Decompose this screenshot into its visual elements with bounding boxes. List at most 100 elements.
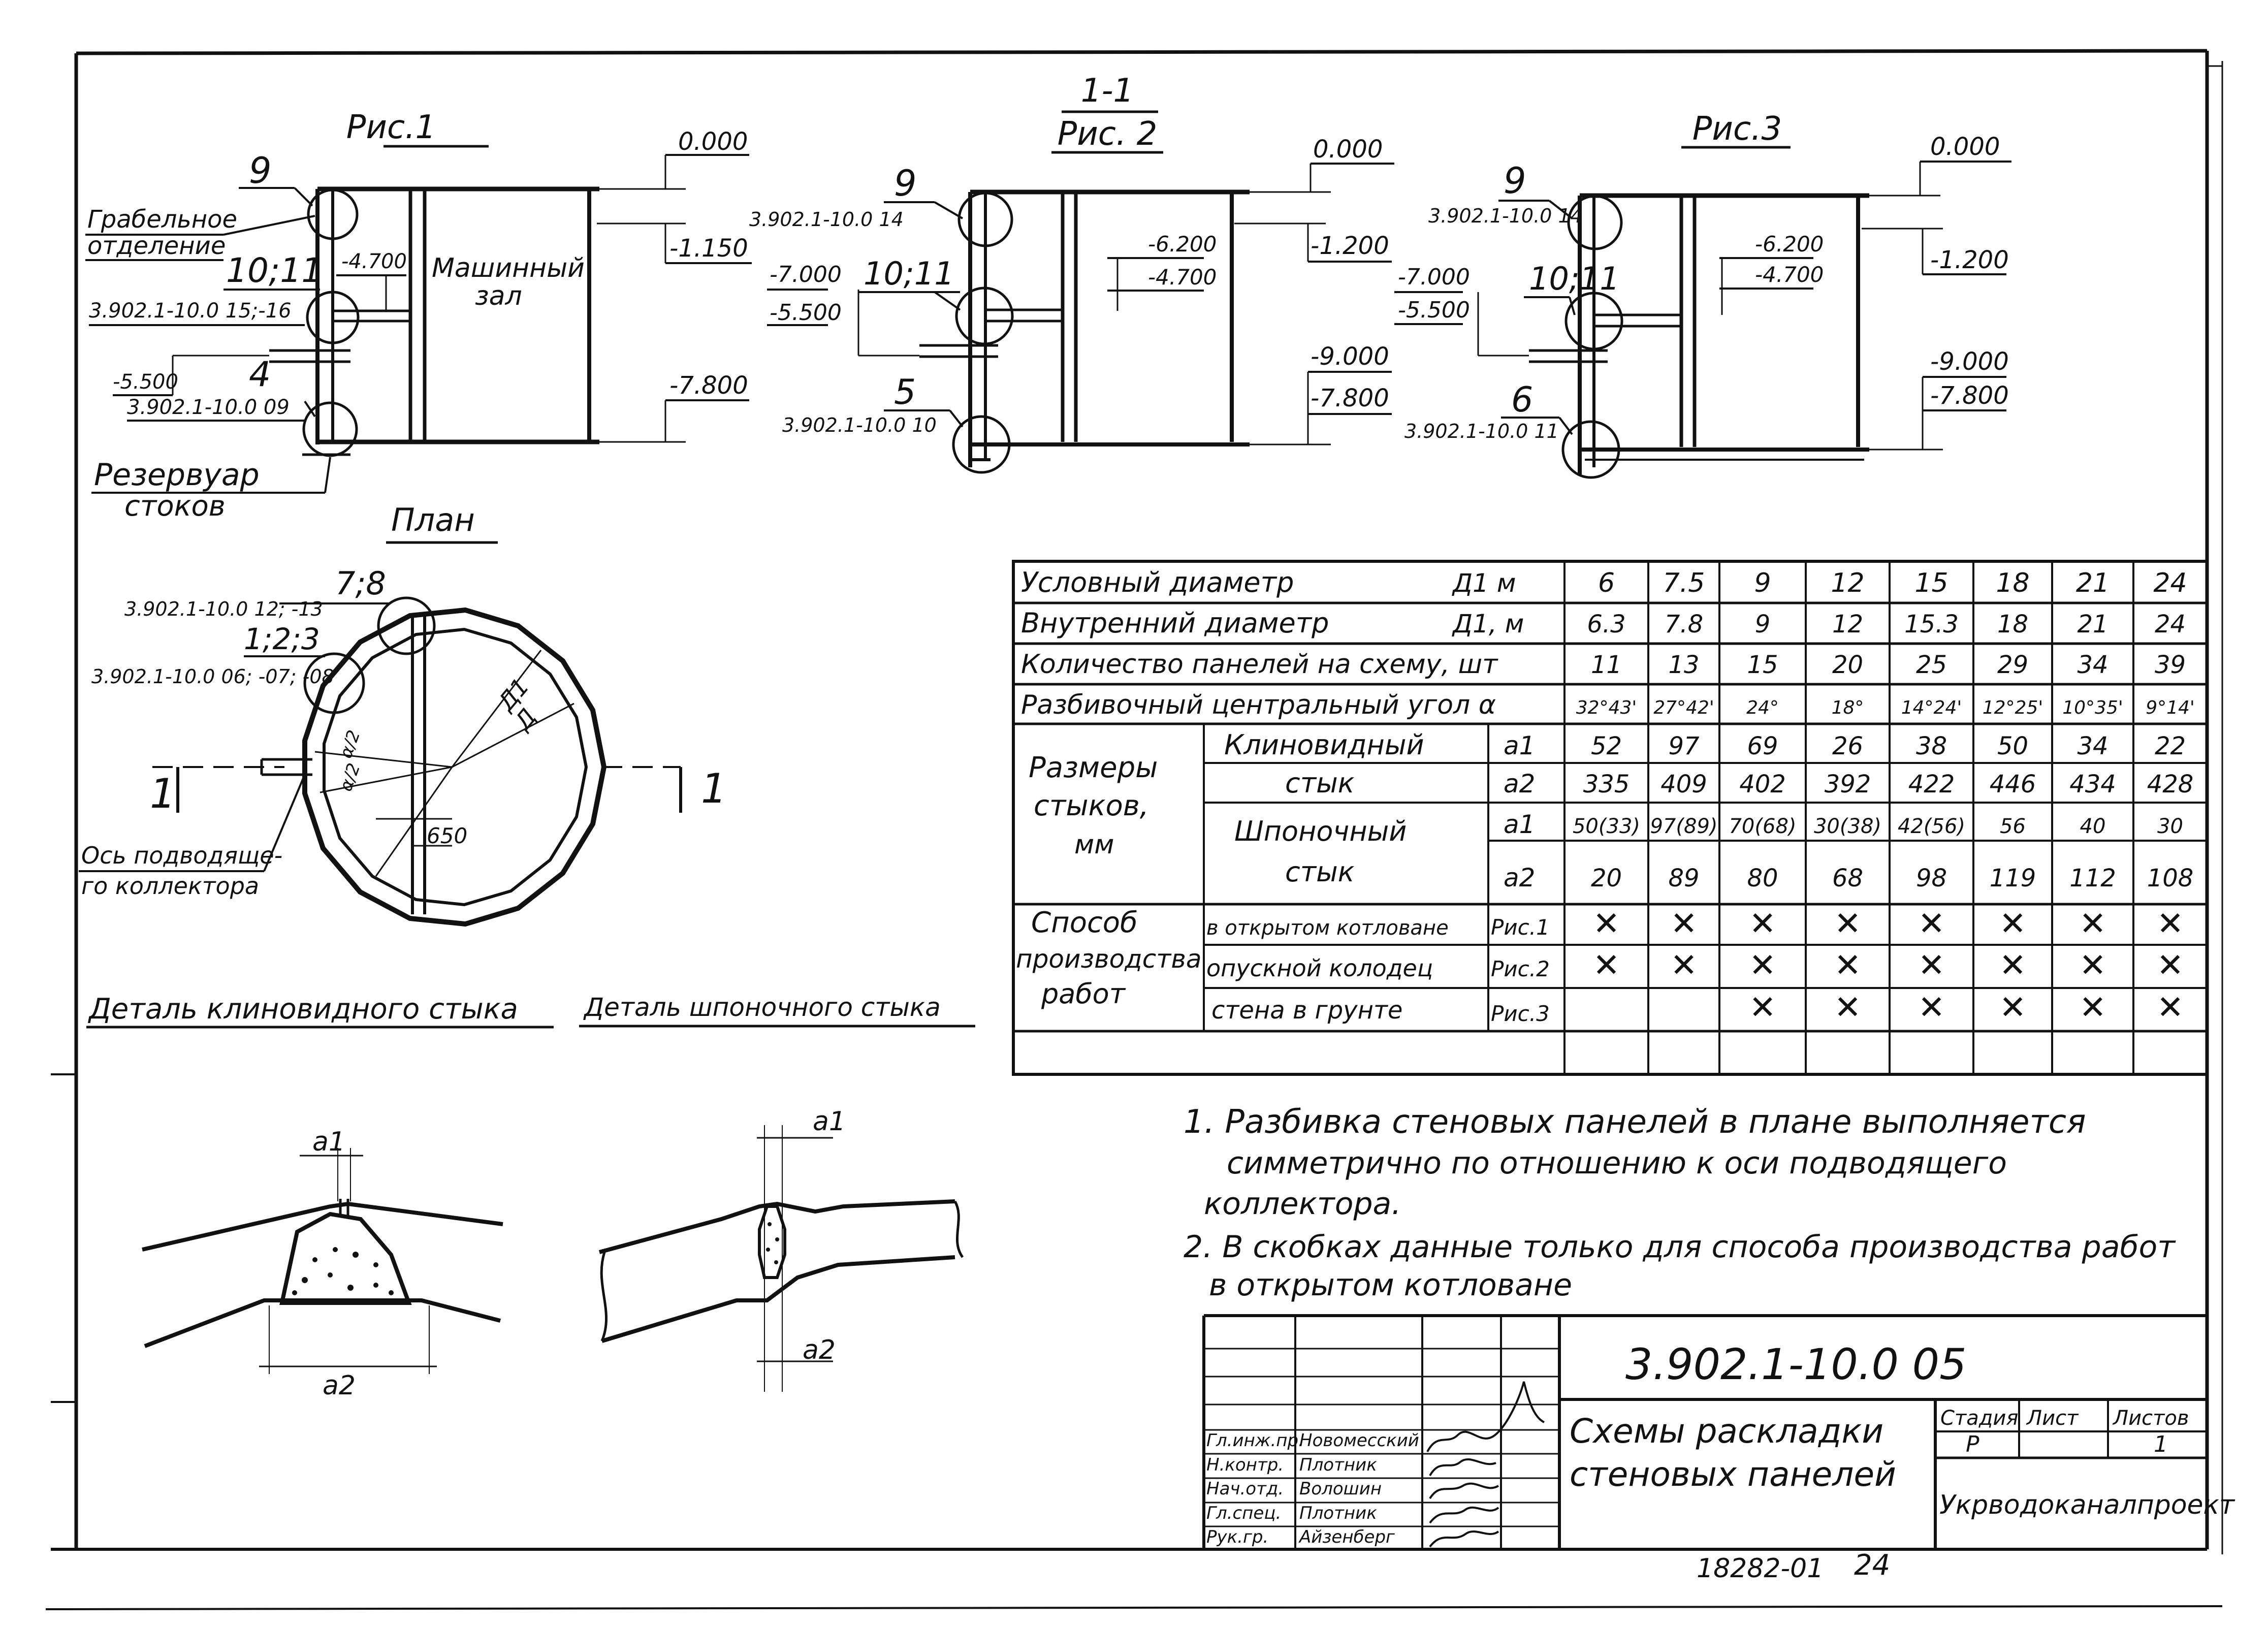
table-cell-key-a1: 40: [2080, 815, 2106, 838]
figure-3-section: Рис.3 9 3.902.1-10.0 14 10;11 -7.000: [1394, 110, 2011, 479]
label-wedge-2: стык: [1285, 767, 1355, 799]
table-mark-well: ✕: [1999, 947, 2027, 984]
unit-diam-int: Д1, м: [1452, 609, 1524, 639]
figure-3-mark-9: 9: [1504, 160, 1526, 202]
table-cell-panels: 25: [1916, 651, 1947, 679]
table-mark-wall: ✕: [1999, 989, 2027, 1027]
table-cell-key-a2: 119: [1990, 864, 2036, 892]
figure-1-level-top: 0.000: [678, 127, 748, 156]
table-cell-angle: 18°: [1832, 697, 1864, 718]
sheets-label: Листов: [2112, 1407, 2189, 1430]
table-mark-open: ✕: [1749, 905, 1776, 943]
table-cell-panels: 34: [2077, 651, 2108, 679]
figure-2-level-i2: -4.700: [1148, 265, 1217, 290]
wedge-joint-drawing: [142, 1148, 503, 1374]
table-cell-diam-int: 7.8: [1665, 610, 1703, 639]
label-key-1: Шпоночный: [1234, 815, 1407, 847]
signature-role: Рук.гр.: [1206, 1527, 1268, 1547]
signature-role: Гл.спец.: [1206, 1503, 1281, 1523]
signature-name: Плотник: [1299, 1503, 1377, 1523]
table-cell-key-a1: 70(68): [1729, 815, 1796, 838]
figure-1-room-tank-1: Резервуар: [94, 457, 260, 493]
key-joint-drawing: [598, 1125, 964, 1392]
table-cell-wedge-a2: 428: [2147, 770, 2194, 799]
figure-1-room-machine-2: зал: [475, 281, 522, 311]
table-mark-well: ✕: [1834, 947, 1862, 984]
figure-1-level-2: -1.150: [669, 234, 748, 263]
table-cell-angle: 14°24': [1901, 697, 1962, 718]
figure-1-room-grab-2: отделение: [87, 232, 226, 260]
figure-2-mark-5: 5: [894, 372, 916, 412]
figure-2-mark-9: 9: [894, 163, 917, 204]
table-mark-open: ✕: [1918, 905, 1945, 943]
table-cell-key-a2: 68: [1832, 864, 1863, 892]
label-method-wall-ref: Рис.3: [1491, 1001, 1550, 1026]
table-cell-panels: 39: [2155, 651, 2186, 679]
table-mark-wall: ✕: [1749, 989, 1776, 1027]
signature-name: Волошин: [1299, 1479, 1382, 1499]
document-code: 3.902.1-10.0 05: [1625, 1339, 1967, 1389]
figure-3-ref-bot: 3.902.1-10.0 11: [1404, 420, 1559, 442]
figure-3-mark-6: 6: [1511, 380, 1533, 420]
table-cell-angle: 12°25': [1983, 697, 2043, 718]
figure-2-level-3: -9.000: [1311, 342, 1389, 371]
plan-cut-left: 1: [150, 770, 176, 817]
table-mark-wall: ✕: [1834, 989, 1862, 1027]
table-cell-wedge-a2: 392: [1825, 770, 1871, 799]
panel-data-table: Условный диаметр Д1 м Внутренний диаметр…: [1012, 560, 2209, 1076]
figure-2-title: Рис. 2: [1058, 115, 1158, 153]
figure-3-level-p1: -7.000: [1398, 264, 1470, 290]
plan-mark-7-8: 7;8: [335, 565, 386, 602]
table-cell-key-a2: 80: [1747, 864, 1778, 892]
label-sizes-2: стыков,: [1034, 789, 1149, 822]
table-mark-well: ✕: [1749, 947, 1776, 984]
note-1-line-1: 1. Разбивка стеновых панелей в плане вып…: [1184, 1103, 2086, 1141]
figure-2-structure: [919, 189, 1250, 474]
table-cell-key-a1: 42(56): [1898, 815, 1965, 838]
table-cell-angle: 24°: [1746, 697, 1779, 718]
table-cell-diam-int: 24: [2155, 610, 2186, 639]
table-cell-panels: 29: [1997, 651, 2028, 679]
plan-dim-650: 650: [427, 823, 467, 848]
figure-1-mark-10-11: 10;11: [226, 251, 323, 290]
table-mark-open: ✕: [1834, 905, 1862, 943]
label-wedge-1: Клиновидный: [1224, 729, 1424, 761]
label-method-1: Способ: [1031, 906, 1138, 939]
plan-axis-label-2: го коллектора: [81, 872, 259, 900]
footer: 18282-01 24: [1697, 1549, 1890, 1584]
table-cell-key-a1: 97(89): [1650, 815, 1717, 838]
plan-ref-a: 3.902.1-10.0 12; -13: [124, 598, 323, 620]
figure-1-section: Рис.1 9 Грабельное отделение 10;11: [85, 109, 752, 523]
stage-value: Р: [1966, 1431, 1979, 1457]
figure-1-room-machine-1: Машинный: [432, 253, 585, 283]
table-mark-well: ✕: [1593, 947, 1620, 984]
table-cell-angle: 10°35': [2062, 697, 2123, 718]
note-1-line-2: симметрично по отношению к оси подводяще…: [1227, 1145, 2007, 1181]
label-angle: Разбивочный центральный угол α: [1021, 690, 1496, 720]
label-method-wall: стена в грунте: [1211, 996, 1402, 1025]
table-cell-diam-cond: 18: [1996, 568, 2029, 598]
table-cell-wedge-a2: 446: [1990, 770, 2036, 799]
figure-3-level-top: 0.000: [1930, 133, 2000, 161]
signature-rows: Гл.инж.пр.НовомесскийН.контр.ПлотникНач.…: [1206, 1430, 1419, 1547]
table-cell-key-a2: 112: [2069, 864, 2116, 892]
table-cell-panels: 15: [1747, 651, 1778, 679]
plan-view: План 7;8 3.902.1-10.0 12; -13 1;2;3 3.90…: [79, 501, 727, 927]
figure-3-level-p2: -5.500: [1398, 297, 1470, 323]
notes: 1. Разбивка стеновых панелей в плане вып…: [1184, 1103, 2176, 1303]
figure-2-section-label: 1-1: [1081, 72, 1134, 110]
plan-mark-1-2-3: 1;2;3: [244, 622, 320, 656]
table-mark-well: ✕: [1918, 947, 1945, 984]
table-cell-angle: 27°42': [1653, 697, 1714, 718]
figure-1-ref-bot: 3.902.1-10.0 09: [127, 396, 290, 419]
table-mark-open: ✕: [2157, 905, 2184, 943]
label-diam-int: Внутренний диаметр: [1021, 607, 1329, 639]
label-key-2: стык: [1285, 856, 1355, 888]
plan-title: План: [391, 501, 475, 538]
table-cell-wedge-a1: 69: [1747, 732, 1778, 760]
table-cell-key-a2: 108: [2147, 864, 2194, 892]
label-sizes-3: мм: [1074, 830, 1114, 860]
signature-scribbles: [1426, 1381, 1545, 1548]
